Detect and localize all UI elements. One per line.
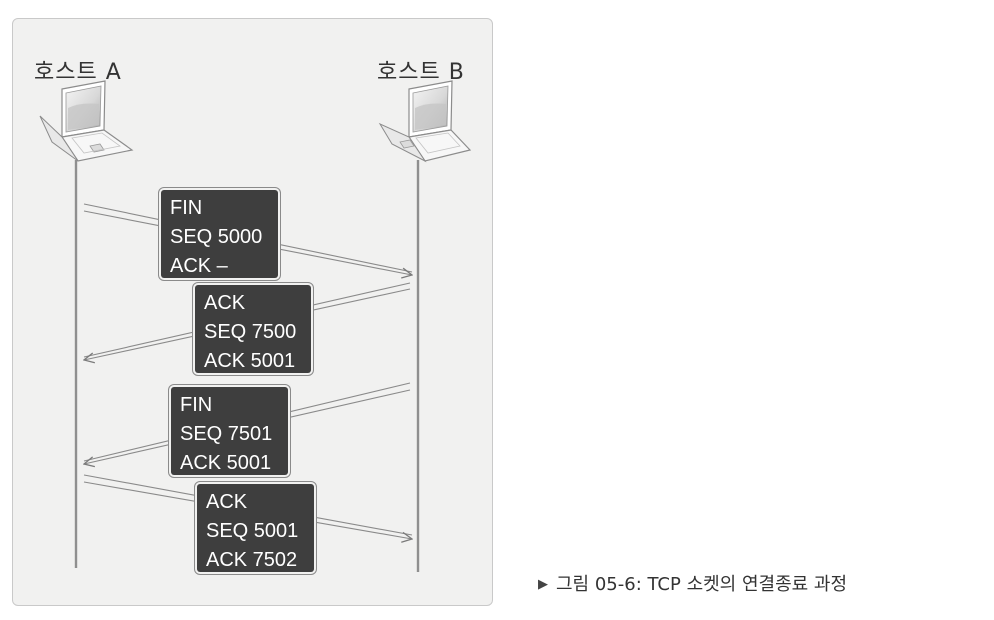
message-4-line-2: SEQ 5001 bbox=[206, 520, 299, 542]
message-2-line-1: ACK bbox=[204, 292, 246, 314]
message-3-line-3: ACK 5001 bbox=[180, 452, 272, 474]
message-1-line-3: ACK – bbox=[170, 255, 228, 277]
figure-caption: ▶ 그림 05-6: TCP 소켓의 연결종료 과정 bbox=[538, 570, 847, 596]
message-3-line-2: SEQ 7501 bbox=[180, 423, 273, 445]
host-b-label: 호스트 B bbox=[377, 60, 465, 85]
host-a-label: 호스트 A bbox=[34, 60, 122, 85]
message-box-2: ACK SEQ 7500 ACK 5001 bbox=[195, 285, 311, 373]
laptop-icon-host-b bbox=[378, 80, 472, 163]
message-2-line-3: ACK 5001 bbox=[204, 350, 296, 372]
caption-text: 그림 05-6: TCP 소켓의 연결종료 과정 bbox=[556, 574, 848, 595]
message-2-line-2: SEQ 7500 bbox=[204, 321, 297, 343]
message-box-4: ACK SEQ 5001 ACK 7502 bbox=[197, 484, 314, 572]
caption-marker-icon: ▶ bbox=[538, 577, 548, 592]
message-1-line-1: FIN bbox=[170, 197, 203, 219]
message-4-line-3: ACK 7502 bbox=[206, 549, 298, 571]
message-1-line-2: SEQ 5000 bbox=[170, 226, 263, 248]
message-4-line-1: ACK bbox=[206, 491, 248, 513]
message-box-3: FIN SEQ 7501 ACK 5001 bbox=[171, 387, 288, 475]
message-box-1: FIN SEQ 5000 ACK – bbox=[161, 190, 278, 278]
laptop-icon-host-a bbox=[39, 80, 134, 162]
message-3-line-1: FIN bbox=[180, 394, 213, 416]
